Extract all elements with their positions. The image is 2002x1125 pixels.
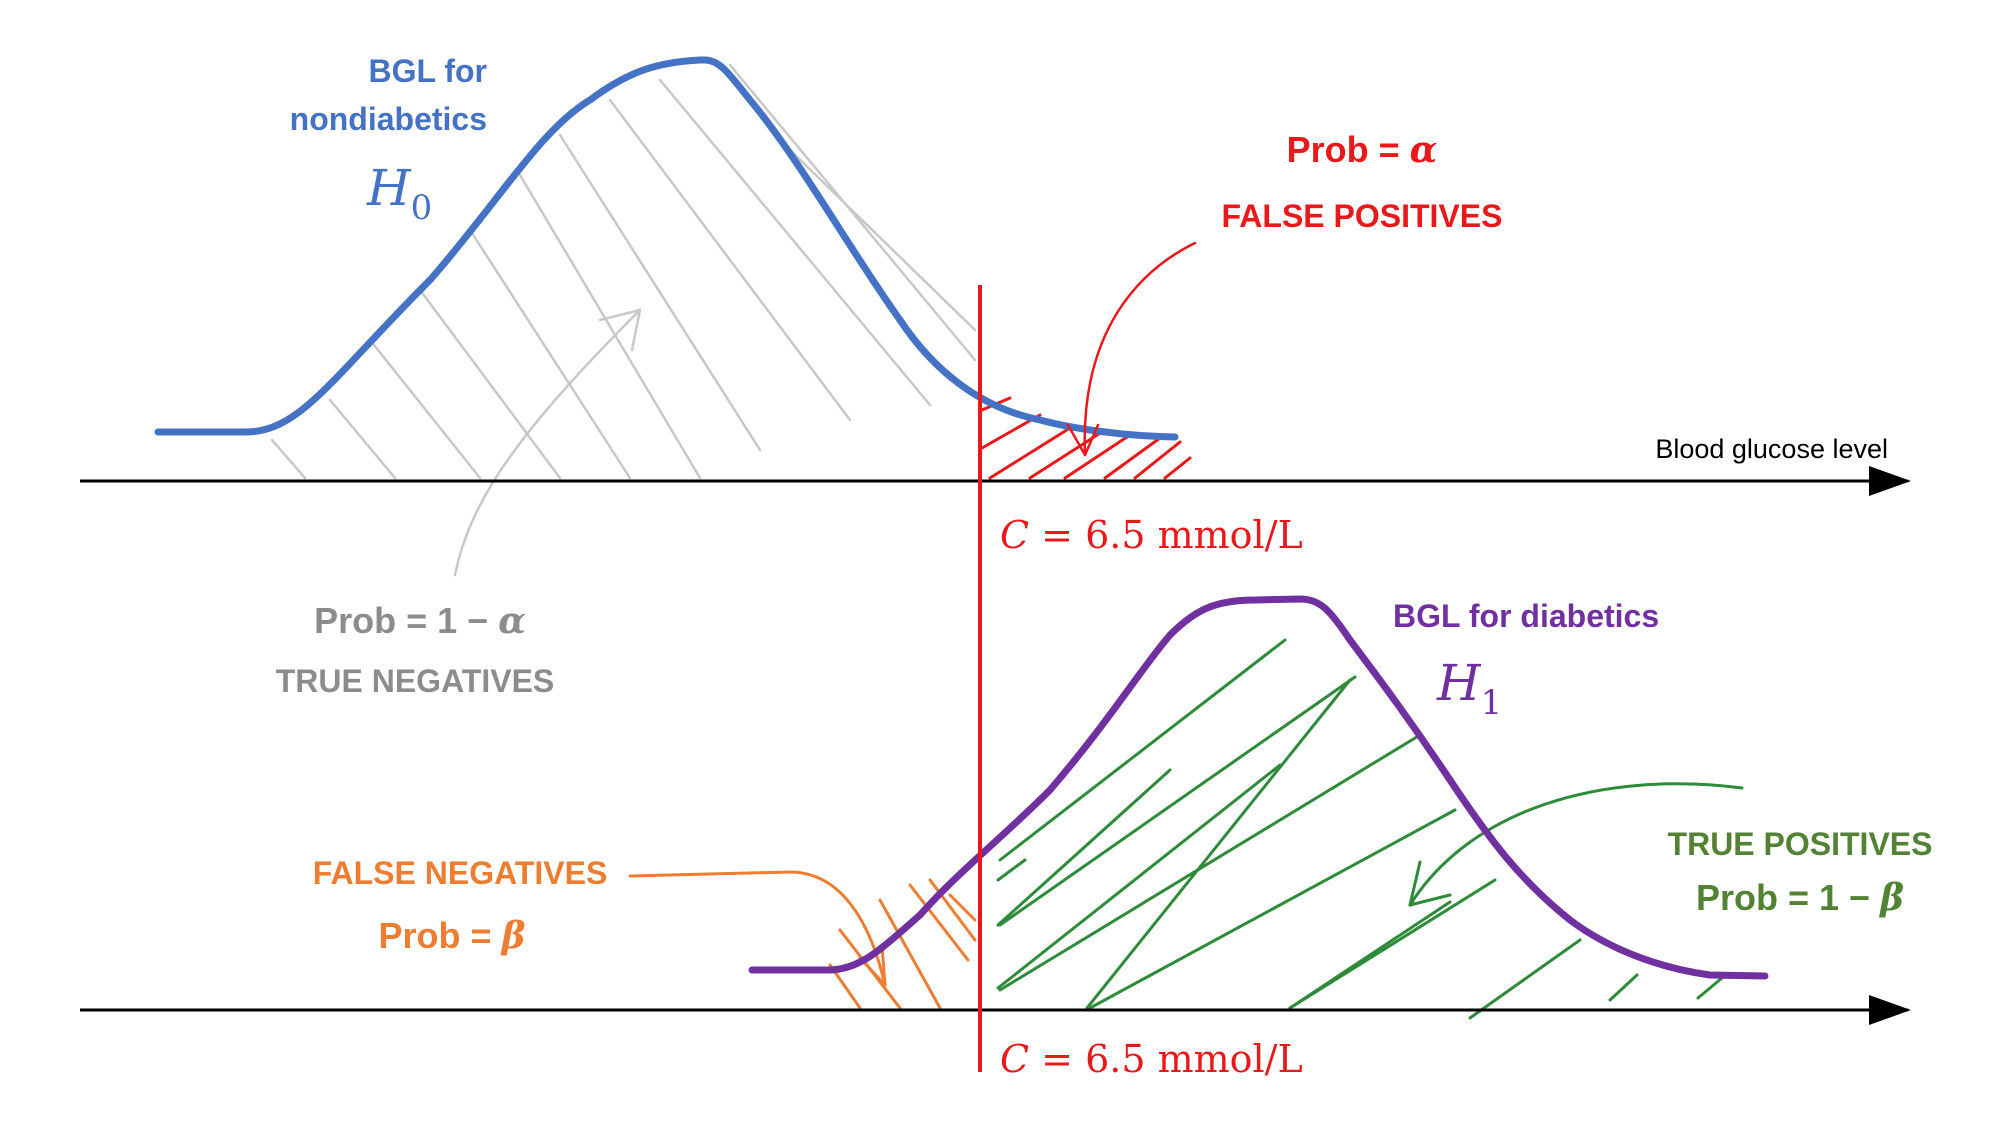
top-critical-value: C = 6.5 mmol/L <box>1000 513 1303 557</box>
true-negative-label: TRUE NEGATIVES <box>276 663 555 699</box>
false-positive-hatching <box>980 396 1192 480</box>
true-positive-label: TRUE POSITIVES <box>1668 826 1933 862</box>
true-positive-hatching <box>996 678 1724 1020</box>
false-positive-prob: Prob = α <box>1287 129 1438 171</box>
false-positive-label: FALSE POSITIVES <box>1222 198 1503 234</box>
top-axis-label: Blood glucose level <box>1655 434 1888 464</box>
bottom-critical-value: C = 6.5 mmol/L <box>1000 1037 1303 1081</box>
true-negative-arrow <box>453 308 642 577</box>
h0-curve-label-line1: BGL for <box>368 53 487 89</box>
h1-curve-label: BGL for diabetics <box>1393 598 1659 634</box>
false-negative-prob: Prob = β <box>379 915 526 957</box>
true-negative-hatching <box>270 63 977 480</box>
true-positive-hatching-long <box>998 638 1497 1010</box>
true-positive-prob: Prob = 1 − β <box>1696 877 1904 919</box>
h1-symbol: H1 <box>1436 654 1502 723</box>
true-negative-prob: Prob = 1 − α <box>314 600 526 642</box>
h0-symbol: H0 <box>366 159 432 228</box>
h0-curve <box>154 56 1179 441</box>
false-negative-hatching <box>828 878 977 1010</box>
true-positive-arrow <box>1408 782 1744 907</box>
h1-curve <box>748 595 1769 980</box>
h0-curve-label-line2: nondiabetics <box>290 101 487 137</box>
false-positive-arrow <box>1066 241 1197 457</box>
false-negative-label: FALSE NEGATIVES <box>313 855 608 891</box>
